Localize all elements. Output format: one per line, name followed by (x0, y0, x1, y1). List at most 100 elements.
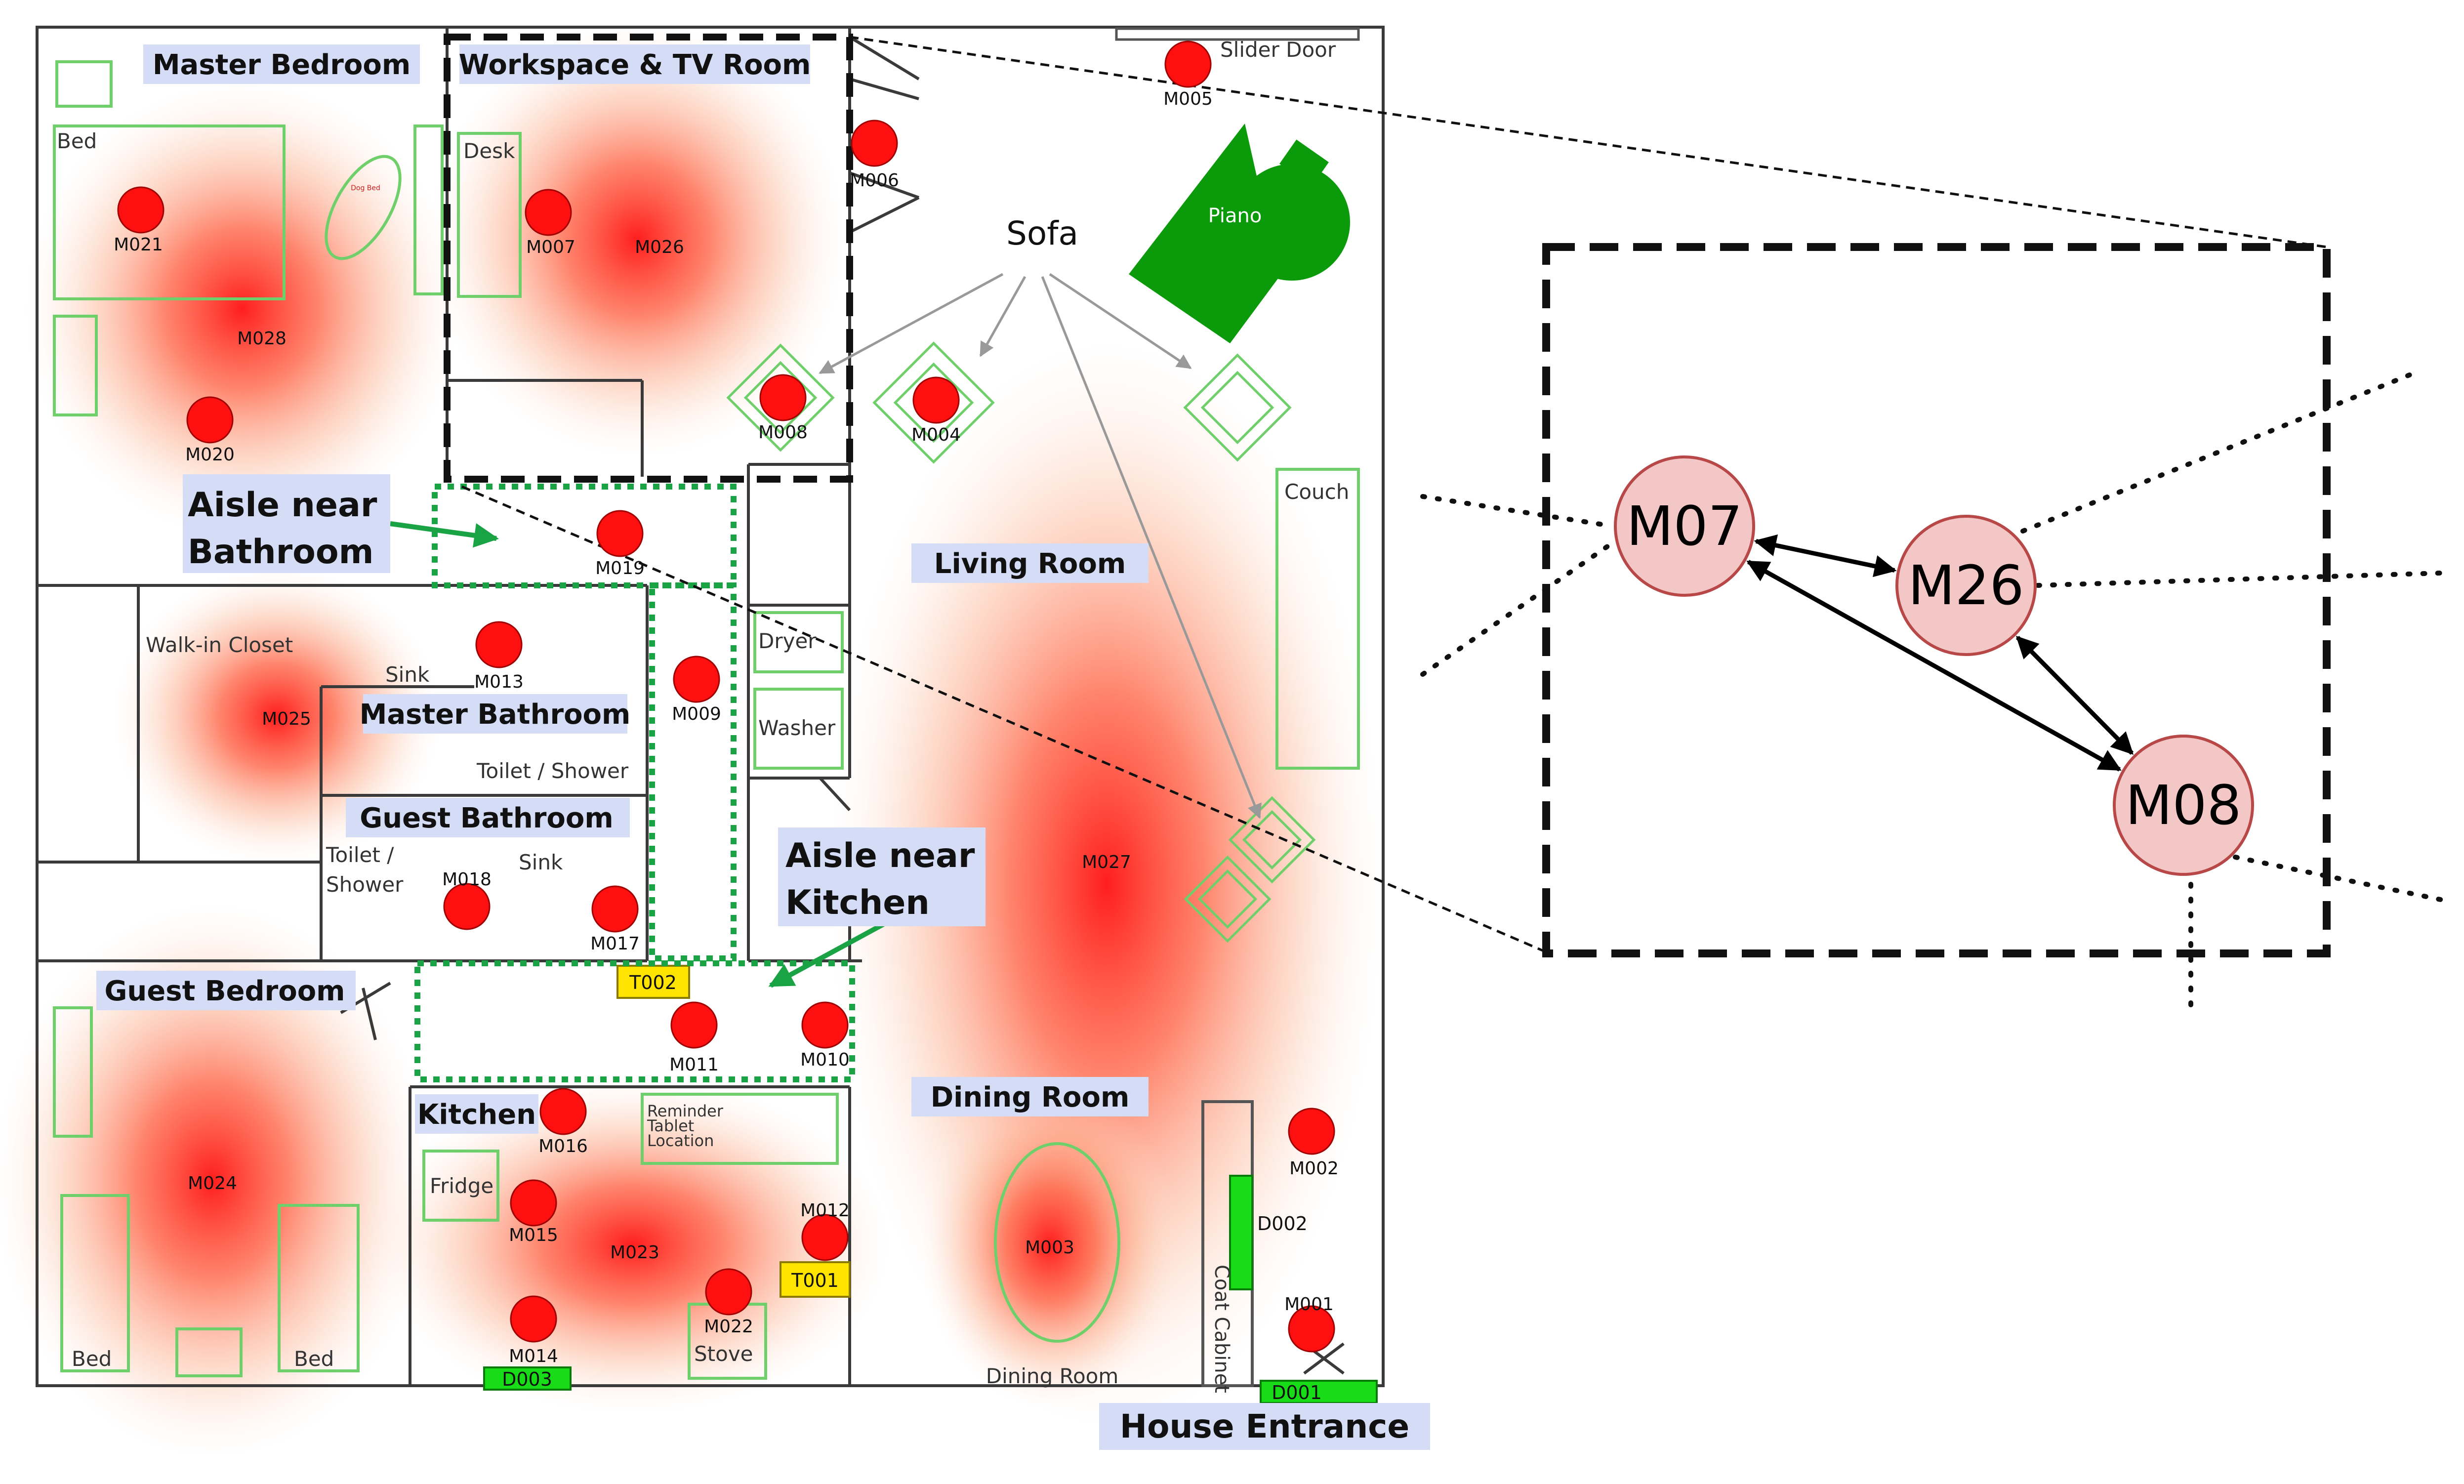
label-toilet-guest-2: Shower (326, 872, 404, 897)
zoom-box (1542, 243, 2331, 957)
activity-heatmap (0, 22, 1383, 1457)
room-label-guest-bathroom: Guest Bathroom (360, 802, 613, 834)
furniture (53, 60, 1378, 1404)
sensor-dot-m007 (525, 189, 572, 236)
sensor-label-m014: M014 (509, 1346, 558, 1366)
sensor-label-m016: M016 (538, 1136, 588, 1156)
sensor-label-m011: M011 (669, 1055, 719, 1075)
sensor-label-m003: M003 (1025, 1237, 1074, 1258)
dryer (753, 611, 844, 673)
tag-labels: T001 T002 D001 D002 D003 (502, 972, 1322, 1403)
sensor-label-m027: M027 (1082, 852, 1131, 872)
label-bed: Bed (57, 129, 97, 153)
label-D003: D003 (502, 1368, 552, 1390)
room-label-dining-room: Dining Room (931, 1081, 1130, 1113)
sensor-label-m005: M005 (1163, 89, 1213, 109)
label-coat-cabinet: Coat Cabinet (1210, 1265, 1233, 1393)
label-reminder-2: Tablet (647, 1116, 694, 1135)
room-label-kitchen: Kitchen (417, 1099, 536, 1131)
label-sofa: Sofa (1006, 214, 1078, 252)
workspace-highlight-box (444, 34, 853, 483)
room-label-guest-bedroom: Guest Bedroom (104, 975, 345, 1007)
graph-edge-m26-m08 (2015, 636, 2134, 755)
room-label-living-room: Living Room (934, 548, 1126, 580)
label-reminder-1: Reminder (647, 1102, 724, 1120)
label-T002: T002 (629, 972, 677, 993)
aisle-hall-area (649, 582, 737, 961)
graph-node-m07 (1614, 455, 1755, 597)
label-desk: Desk (463, 139, 515, 163)
sensor-dots: M001M002M003M004M005M006M007M008M009M010… (114, 41, 1339, 1366)
graph-node-label-m08: M08 (2126, 774, 2242, 837)
graph-edges (1746, 534, 2134, 772)
graph-edge-m07-m08 (1746, 560, 2122, 772)
label-reminder-3: Location (647, 1131, 714, 1150)
graph-node-label-m26: M26 (1908, 554, 2024, 617)
piano (1129, 124, 1350, 343)
sensor-dot-m018 (443, 883, 491, 930)
sensor-label-m017: M017 (590, 934, 640, 954)
label-fridge: Fridge (430, 1174, 493, 1198)
sensor-label-m019: M019 (595, 558, 645, 578)
label-piano: Piano (1208, 205, 1262, 227)
sensor-dot-m017 (591, 885, 639, 933)
label-D002: D002 (1257, 1213, 1308, 1235)
sensor-dot-m021 (117, 186, 164, 234)
label-toilet-guest-1: Toilet / (326, 843, 394, 867)
room-label-workspace: Workspace & TV Room (459, 49, 811, 81)
sensor-dot-m016 (539, 1088, 587, 1135)
aisle-bathroom-area (432, 484, 737, 588)
label-bed-guest-left: Bed (72, 1347, 112, 1371)
sensor-label-m006: M006 (850, 170, 899, 191)
sensor-dot-m009 (673, 656, 720, 703)
sensor-label-m010: M010 (800, 1050, 850, 1070)
sensor-dot-m020 (186, 396, 234, 444)
sensor-label-m009: M009 (672, 704, 721, 724)
sensor-label-m007: M007 (526, 237, 575, 257)
graph-node-m26 (1895, 515, 2037, 656)
sensor-dot-m013 (475, 621, 523, 668)
sensor-dot-m019 (596, 510, 644, 557)
furniture-labels: Bed Dog Bed Desk Sofa Piano Slider Door … (57, 38, 1349, 1393)
couch (1275, 468, 1360, 770)
sensor-dot-m011 (670, 1001, 718, 1049)
sensor-dot-m005 (1164, 41, 1212, 88)
aisle-label-kitchen-2: Kitchen (785, 883, 930, 922)
fridge (422, 1150, 499, 1222)
label-toilet-shower-master: Toilet / Shower (476, 759, 629, 783)
sensor-label-m025: M025 (262, 709, 311, 729)
label-bed-guest-right: Bed (294, 1347, 334, 1371)
master-bed (53, 124, 286, 300)
sensor-label-m012: M012 (800, 1200, 850, 1221)
aisle-label-kitchen-1: Aisle near (785, 836, 975, 875)
sensor-label-m020: M020 (185, 445, 235, 465)
desk (457, 132, 522, 298)
label-dryer: Dryer (758, 629, 817, 653)
sensor-label-m021: M021 (114, 235, 163, 255)
zoom-connector-lines (461, 36, 2327, 952)
sensor-label-m022: M022 (704, 1317, 753, 1337)
aisle-label-bathroom-2: Bathroom (188, 533, 373, 572)
label-T001: T001 (791, 1270, 839, 1291)
label-walk-in-closet: Walk-in Closet (146, 633, 293, 657)
graph-node-label-m07: M07 (1627, 495, 1743, 558)
label-sink-master: Sink (385, 662, 430, 687)
sensor-dot-m022 (705, 1268, 752, 1316)
dining-table (994, 1142, 1120, 1343)
graph-edge-m07-m26 (1754, 534, 1897, 577)
sensor-dot-m008 (759, 374, 807, 421)
sensor-label-m002: M002 (1289, 1158, 1339, 1179)
sensor-label-m026: M026 (635, 237, 684, 257)
sensor-dot-m001 (1288, 1305, 1335, 1353)
sensor-label-m004: M004 (911, 425, 961, 445)
sensor-label-m015: M015 (509, 1225, 558, 1245)
room-label-master-bathroom: Master Bathroom (360, 699, 631, 731)
sensor-dot-m006 (851, 120, 898, 167)
aisle-kitchen-area (414, 960, 855, 1082)
sensor-label-m018: M018 (442, 869, 492, 890)
aisle-label-bathroom-1: Aisle near (188, 486, 377, 525)
sensor-dot-m014 (510, 1295, 557, 1343)
room-label-house-entrance: House Entrance (1120, 1407, 1409, 1445)
